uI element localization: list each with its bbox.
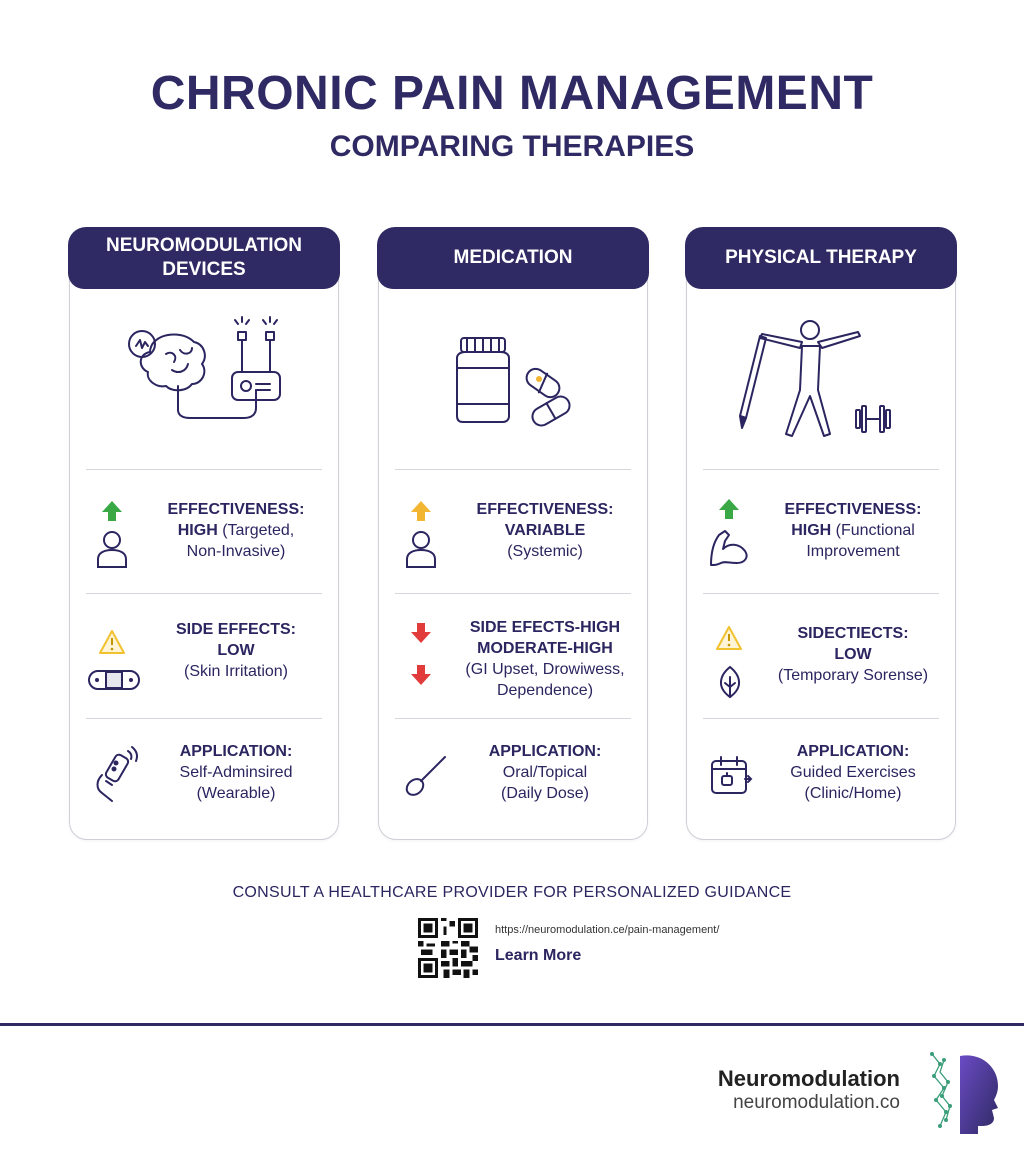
application-label: APPLICATION:: [488, 743, 602, 760]
divider: [86, 718, 322, 719]
person-icon: [406, 531, 436, 568]
application-line1: Guided Exercises: [790, 764, 916, 781]
brain-device-icon: [70, 309, 338, 449]
side-effects-level: MODERATE-HIGH: [477, 640, 613, 657]
side-effects-label: SIDE EFFECTS:: [175, 621, 296, 638]
arrow-down-icon: [411, 665, 431, 685]
person-icon: [97, 531, 127, 568]
side-effects-detail: (Temporary Sorense): [777, 667, 929, 684]
card-header: MEDICATION: [377, 227, 649, 289]
effectiveness-detail-2: Non-Invasive): [186, 543, 286, 560]
arrow-up-icon: [102, 501, 122, 521]
arrow-up-icon: [719, 499, 739, 519]
application-line1: Self-Adminsired: [179, 764, 293, 781]
learn-more-url[interactable]: https://neuromodulation.ce/pain-manageme…: [495, 924, 720, 936]
side-effects-level: LOW: [834, 646, 872, 663]
application-row: APPLICATION: Guided Exercises (Clinic/Ho…: [687, 737, 955, 847]
side-effects-row: SIDE EFECTS-HIGH MODERATE-HIGH (GI Upset…: [379, 613, 647, 723]
effectiveness-level: HIGH: [177, 522, 218, 539]
page-subtitle: COMPARING THERAPIES: [329, 130, 695, 163]
leaf-icon: [720, 665, 740, 699]
arrow-down-icon: [411, 623, 431, 643]
application-line1: Oral/Topical: [502, 764, 588, 781]
divider: [703, 593, 939, 594]
pill-bottle-icon: [379, 309, 647, 449]
card-medication: MEDICATION EFFECTIVENESS: VARIABLE (Syst…: [377, 227, 649, 840]
divider: [395, 718, 631, 719]
card-header: NEUROMODULATION DEVICES: [68, 227, 340, 289]
side-effects-detail: (Skin Irritation): [183, 663, 289, 680]
effectiveness-row: EFFECTIVENESS: VARIABLE (Systemic): [379, 491, 647, 601]
effectiveness-detail: (Functional: [835, 522, 915, 539]
effectiveness-detail-2: Improvement: [806, 543, 900, 560]
application-line2: (Clinic/Home): [804, 785, 902, 802]
effectiveness-label: EFFECTIVENESS:: [476, 501, 614, 518]
brand-logo-icon: [930, 1052, 998, 1134]
calendar-icon: [711, 756, 753, 794]
footer-divider: [0, 1023, 1024, 1026]
side-effects-label: SIDE EFECTS-HIGH: [469, 619, 621, 636]
divider: [86, 593, 322, 594]
card-physical-therapy: PHYSICAL THERAPY EFFECTIVENESS: HIGH (Fu…: [685, 227, 957, 840]
divider: [703, 469, 939, 470]
divider: [395, 593, 631, 594]
divider: [86, 469, 322, 470]
remote-hand-icon: [96, 746, 138, 802]
side-effects-row: SIDE EFFECTS: LOW (Skin Irritation): [70, 613, 338, 723]
warning-icon: [99, 630, 125, 654]
card-title-line2: DEVICES: [162, 259, 246, 280]
learn-more-link[interactable]: Learn More: [495, 947, 582, 964]
warning-icon: [716, 626, 742, 650]
effectiveness-label: EFFECTIVENESS:: [167, 501, 305, 518]
application-row: APPLICATION: Self-Adminsired (Wearable): [70, 737, 338, 847]
application-row: APPLICATION: Oral/Topical (Daily Dose): [379, 737, 647, 847]
application-label: APPLICATION:: [179, 743, 293, 760]
card-title: PHYSICAL THERAPY: [725, 247, 917, 268]
application-line2: (Daily Dose): [500, 785, 589, 802]
side-effects-level: LOW: [217, 642, 255, 659]
divider: [395, 469, 631, 470]
divider: [703, 718, 939, 719]
card-neuromodulation: NEUROMODULATION DEVICES EFFECTIVENESS:: [68, 227, 340, 840]
card-header: PHYSICAL THERAPY: [685, 227, 957, 289]
effectiveness-row: EFFECTIVENESS: HIGH (Targeted, Non-Invas…: [70, 491, 338, 601]
effectiveness-detail: (Targeted,: [222, 522, 295, 539]
application-label: APPLICATION:: [796, 743, 910, 760]
muscle-arm-icon: [710, 530, 748, 566]
side-effects-detail-2: Dependence): [496, 682, 594, 699]
arrow-up-icon: [411, 501, 431, 521]
effectiveness-label: EFFECTIVENESS:: [784, 501, 922, 518]
page-title: CHRONIC PAIN MANAGEMENT: [150, 67, 874, 120]
qr-code-icon[interactable]: [418, 918, 478, 978]
card-title-line1: NEUROMODULATION: [106, 235, 302, 256]
side-effects-detail: (GI Upset, Drowiwess,: [465, 661, 625, 678]
application-line2: (Wearable): [196, 785, 276, 802]
brand-url[interactable]: neuromodulation.co: [733, 1092, 900, 1113]
effectiveness-level: HIGH: [791, 522, 832, 539]
effectiveness-row: EFFECTIVENESS: HIGH (Functional Improvem…: [687, 491, 955, 601]
side-effects-label: SIDECTIECTS:: [797, 625, 909, 642]
spoon-icon: [405, 756, 446, 796]
side-effects-row: SIDECTIECTS: LOW (Temporary Sorense): [687, 613, 955, 723]
effectiveness-detail: (Systemic): [507, 543, 583, 560]
consult-notice: CONSULT A HEALTHCARE PROVIDER FOR PERSON…: [232, 884, 792, 901]
stretching-person-icon: [687, 309, 955, 449]
brand-name: Neuromodulation: [717, 1066, 900, 1091]
effectiveness-level: VARIABLE: [504, 522, 586, 539]
bandage-icon: [88, 670, 140, 690]
card-title: MEDICATION: [453, 247, 573, 268]
